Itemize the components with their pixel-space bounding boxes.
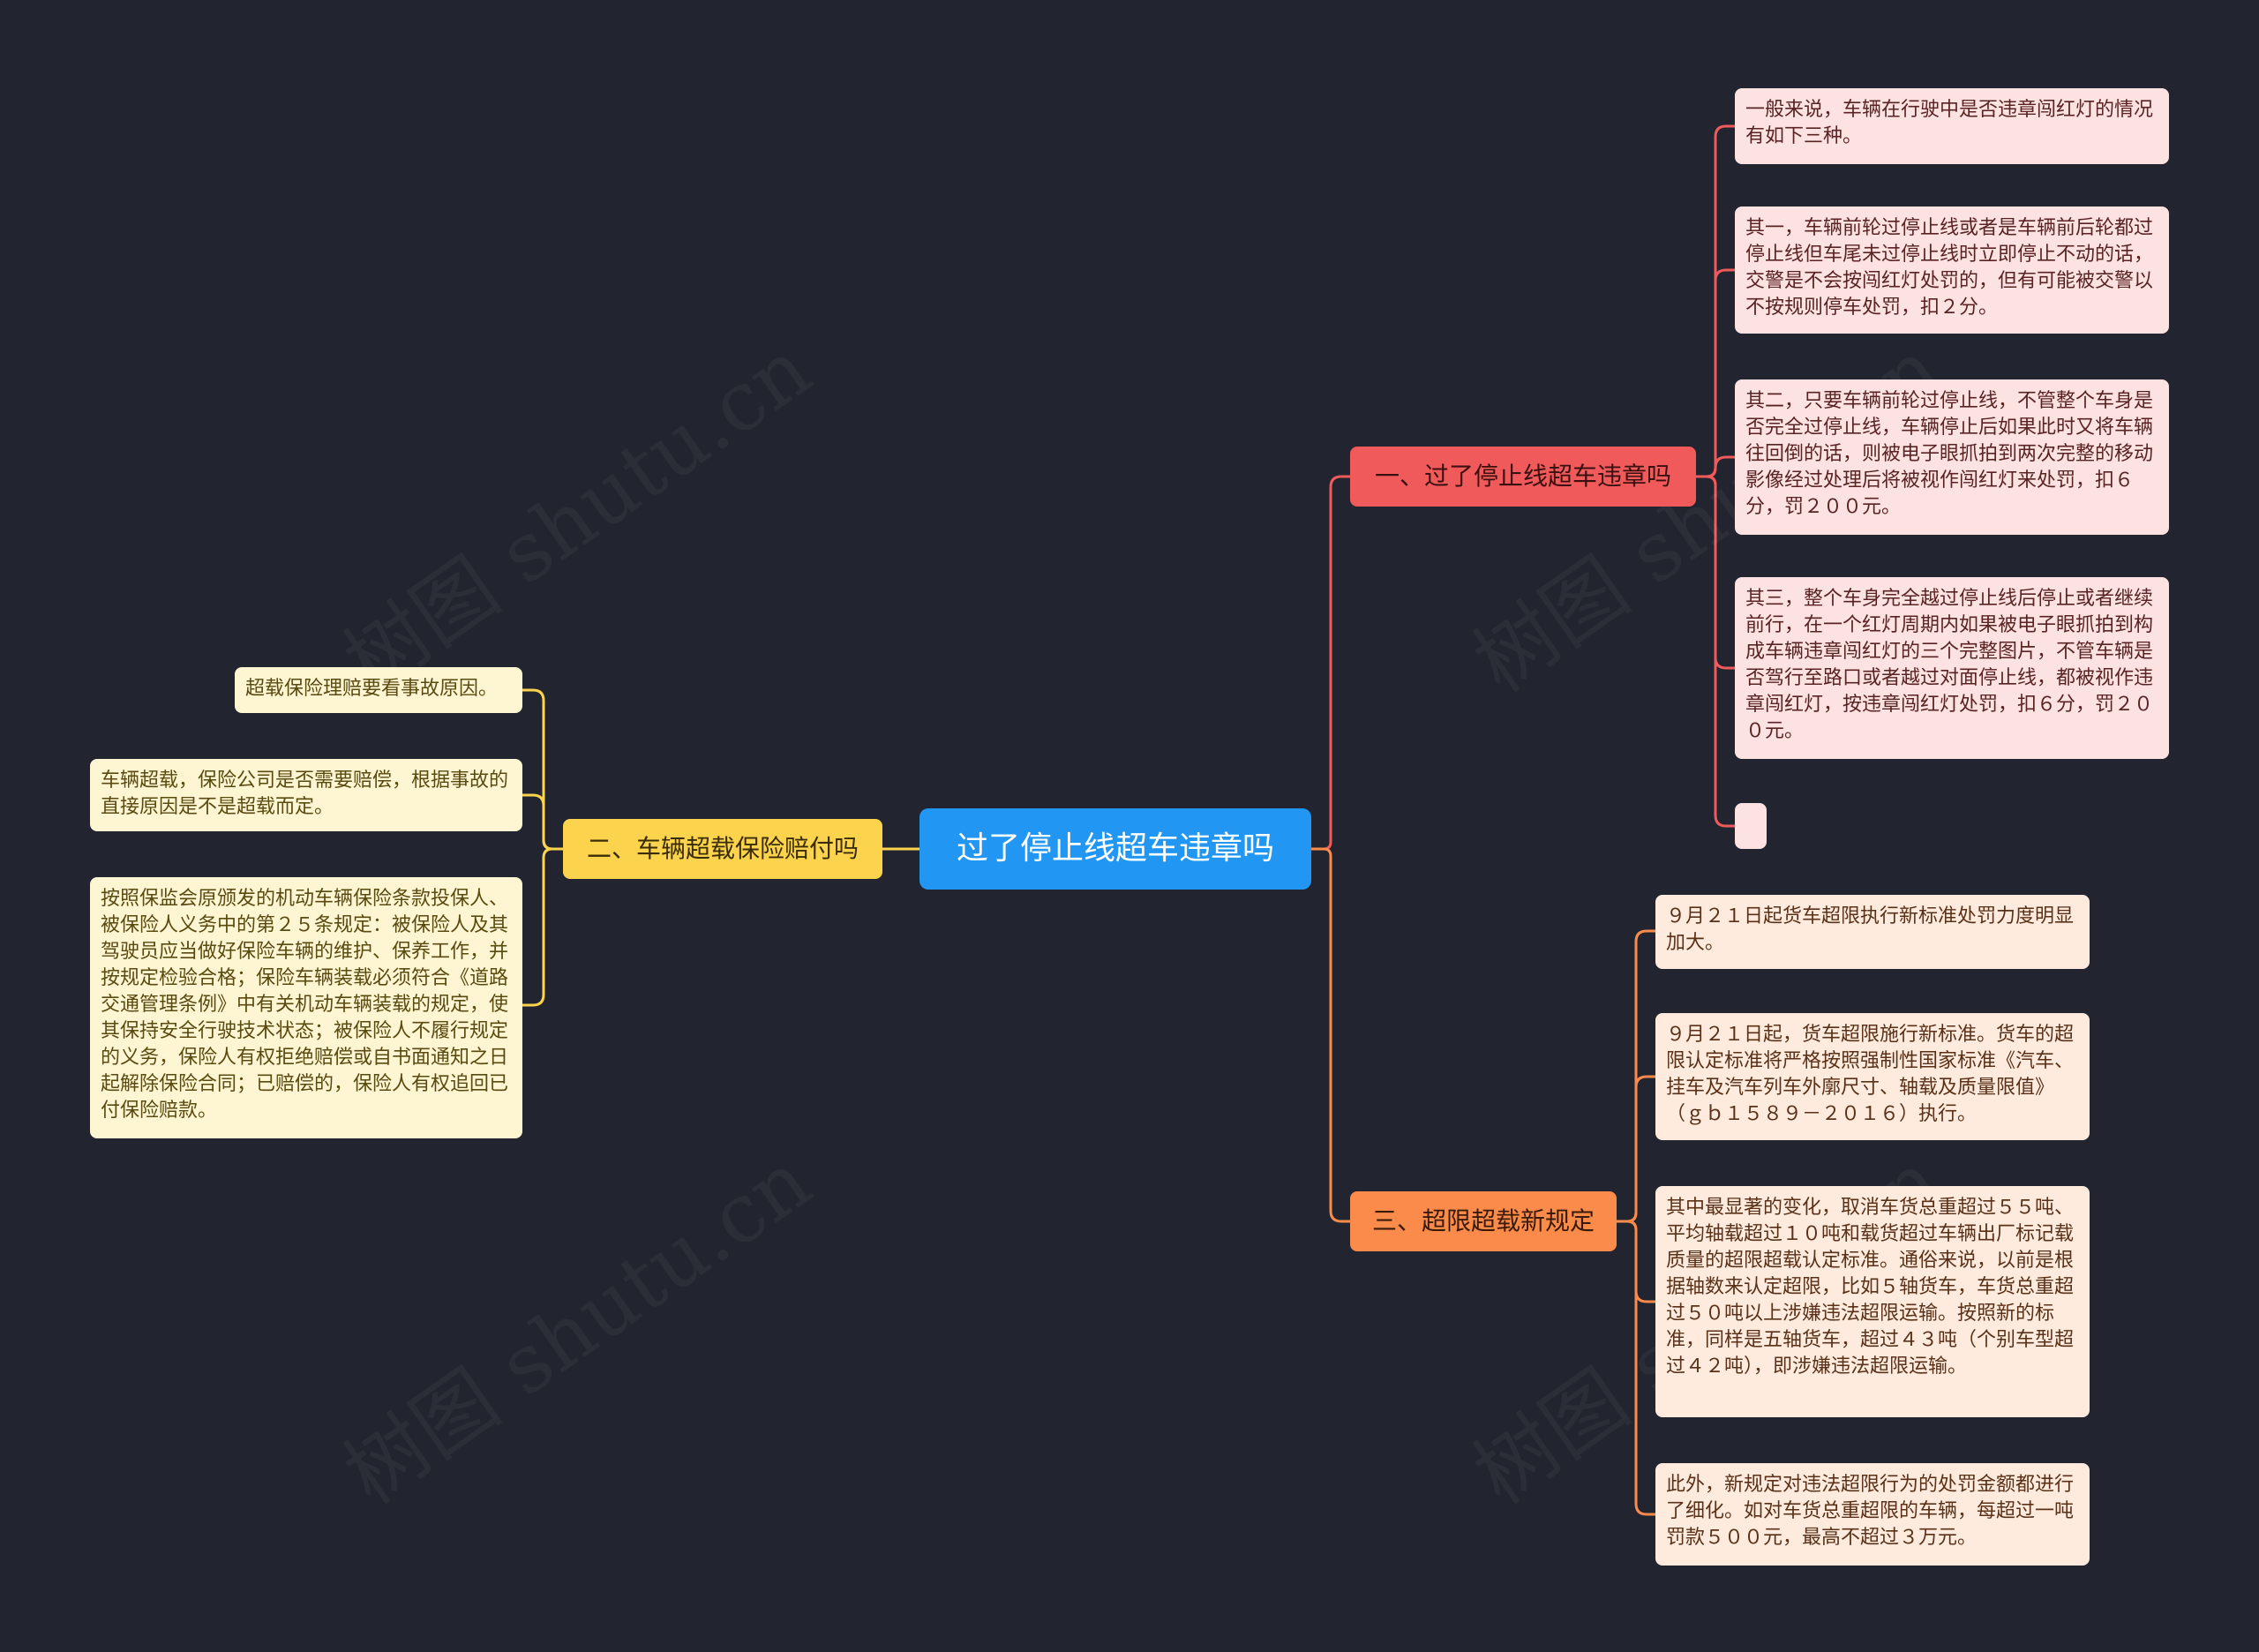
- link-b1-leaf5: [1696, 475, 1735, 828]
- leaf-topic[interactable]: 其三，整个车身完全越过停止线后停止或者继续前行，在一个红灯周期内如果被电子眼抓拍…: [1735, 577, 2169, 759]
- leaf-topic[interactable]: 其二，只要车辆前轮过停止线，不管整个车身是否完全过停止线，车辆停止后如果此时又将…: [1735, 379, 2169, 535]
- link-b1-leaf2: [1696, 268, 1735, 478]
- leaf-topic[interactable]: 此外，新规定对违法超限行为的处罚金额都进行了细化。如对车货总重超限的车辆，每超过…: [1655, 1463, 2090, 1566]
- leaf-topic[interactable]: 一般来说，车辆在行驶中是否违章闯红灯的情况有如下三种。: [1735, 88, 2169, 164]
- leaf-topic[interactable]: 按照保监会原颁发的机动车辆保险条款投保人、被保险人义务中的第２５条规定：被保险人…: [90, 877, 522, 1138]
- leaf-topic[interactable]: ９月２１日起货车超限执行新标准处罚力度明显加大。: [1655, 895, 2090, 969]
- link-b3-leaf4: [1617, 1220, 1655, 1516]
- link-root-b3: [1311, 847, 1350, 1223]
- branch-topic-3[interactable]: 三、超限超载新规定: [1350, 1191, 1617, 1251]
- leaf-topic[interactable]: 超载保险理赔要看事故原因。: [235, 667, 522, 713]
- branch-topic-1[interactable]: 一、过了停止线超车违章吗: [1350, 447, 1696, 507]
- link-root-b1: [1311, 475, 1350, 851]
- leaf-topic[interactable]: 车辆超载，保险公司是否需要赔偿，根据事故的直接原因是不是超载而定。: [90, 759, 522, 831]
- link-b2-leaf2: [522, 793, 563, 851]
- link-b2-leaf3: [522, 847, 563, 1007]
- leaf-topic[interactable]: ９月２１日起，货车超限施行新标准。货车的超限认定标准将严格按照强制性国家标准《汽…: [1655, 1013, 2090, 1140]
- root-topic[interactable]: 过了停止线超车违章吗: [919, 808, 1311, 890]
- leaf-topic-empty[interactable]: [1735, 803, 1767, 849]
- branch-topic-2[interactable]: 二、车辆超载保险赔付吗: [563, 819, 882, 879]
- leaf-topic[interactable]: 其中最显著的变化，取消车货总重超过５５吨、平均轴载超过１０吨和载货超过车辆出厂标…: [1655, 1186, 2090, 1417]
- leaf-topic[interactable]: 其一，车辆前轮过停止线或者是车辆前后轮都过停止线但车尾未过停止线时立即停止不动的…: [1735, 206, 2169, 334]
- link-b3-leaf2: [1617, 1075, 1655, 1223]
